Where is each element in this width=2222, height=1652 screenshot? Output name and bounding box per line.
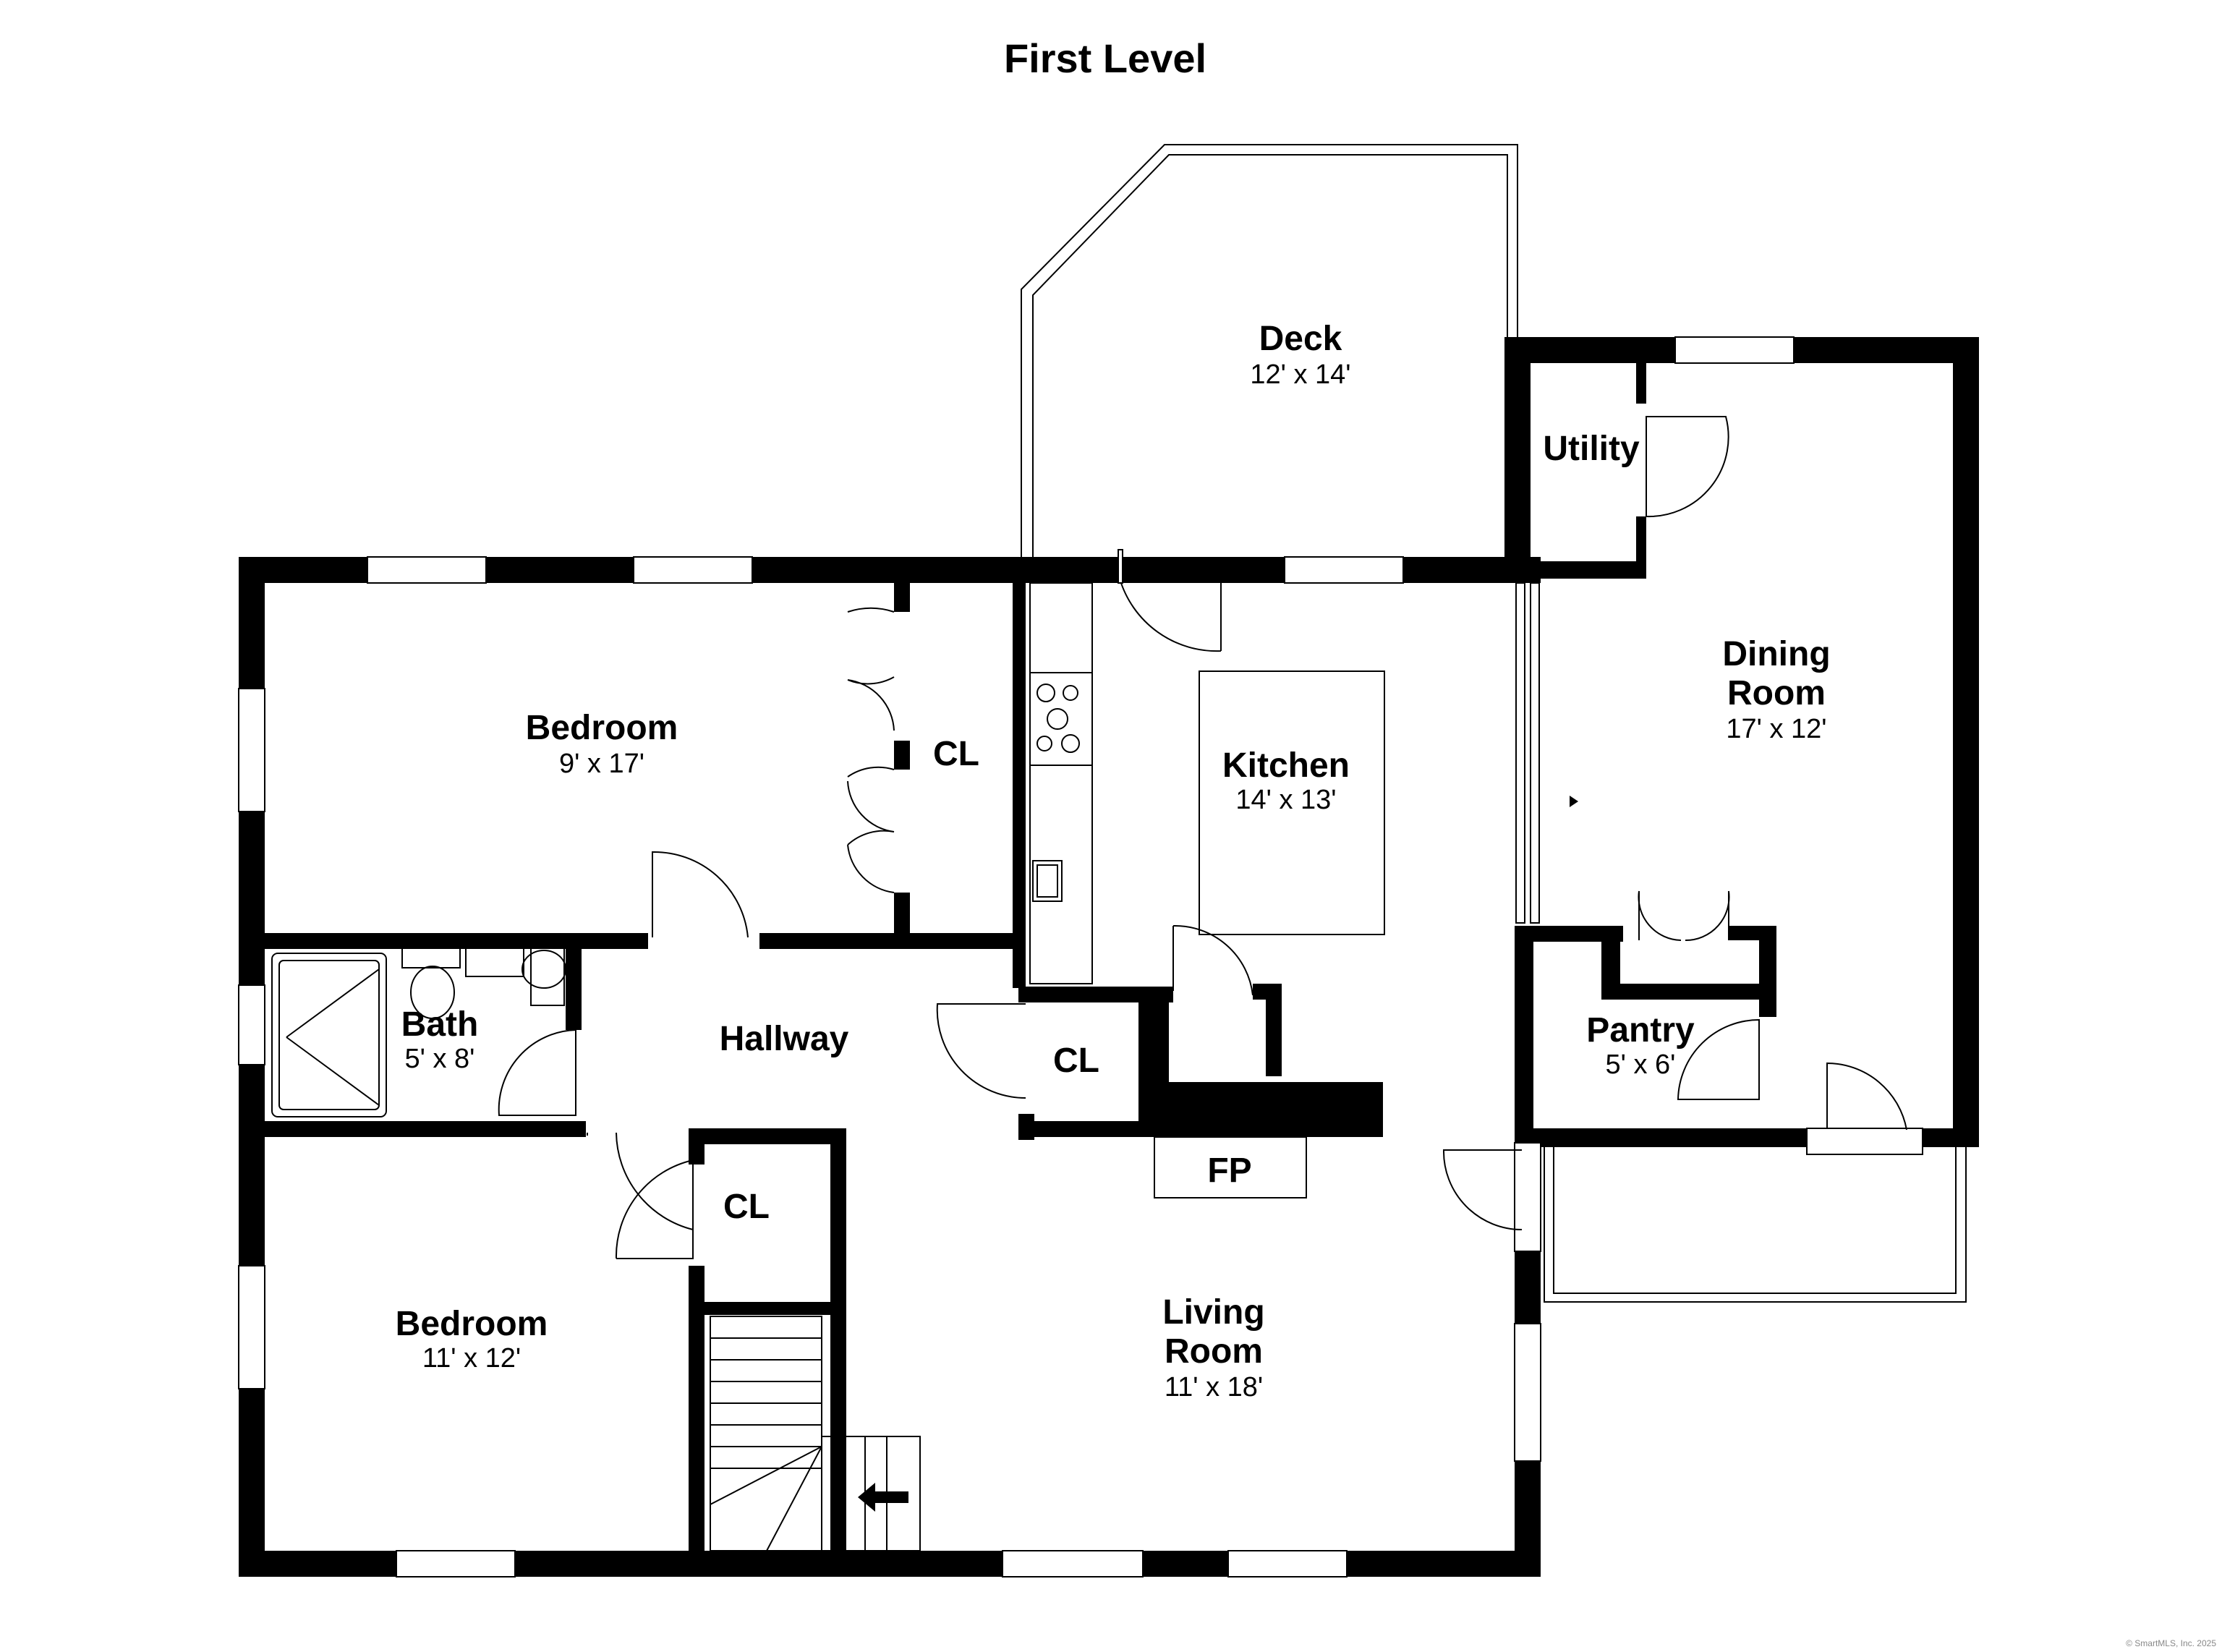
walls	[239, 337, 1979, 1577]
toilet-icon	[401, 947, 461, 1019]
bath-name: Bath	[401, 1005, 479, 1044]
deck-name: Deck	[1259, 320, 1342, 358]
fireplace-hearth	[1154, 1136, 1307, 1198]
dining-name-line1: Dining	[1722, 635, 1830, 673]
deck-dims: 12' x 14'	[1250, 359, 1350, 390]
stair-arrow-icon	[858, 1483, 908, 1512]
living-name-line2: Room	[1165, 1332, 1263, 1371]
bedroom1-name: Bedroom	[526, 709, 678, 747]
living-name-line1: Living	[1162, 1293, 1264, 1332]
bedroom1-dims: 9' x 17'	[559, 749, 644, 779]
dining-dims: 17' x 12'	[1726, 714, 1826, 744]
windows	[238, 336, 1923, 1578]
porch-outline	[1544, 1139, 1967, 1303]
fireplace-name: FP	[1207, 1151, 1251, 1190]
copyright: © SmartMLS, Inc. 2025	[2126, 1638, 2216, 1648]
hallway-name: Hallway	[720, 1020, 849, 1058]
bedroom2-name: Bedroom	[396, 1305, 548, 1343]
stairs	[710, 1316, 921, 1551]
sliding-door	[1514, 582, 1578, 1252]
dining-name-line2: Room	[1727, 674, 1826, 712]
kitchen-name: Kitchen	[1222, 746, 1350, 785]
bath-sink-icon	[465, 947, 566, 1006]
closet2-name: CL	[1053, 1042, 1099, 1080]
living-dims: 11' x 18'	[1165, 1372, 1263, 1402]
kitchen-counter	[1029, 582, 1093, 984]
doors	[498, 416, 1907, 1259]
bedroom2-dims: 11' x 12'	[422, 1343, 521, 1374]
kitchen-island	[1199, 670, 1385, 935]
pantry-dims: 5' x 6'	[1606, 1049, 1676, 1080]
utility-name: Utility	[1543, 430, 1640, 468]
sink-icon	[1032, 860, 1063, 902]
level-title: First Level	[1004, 35, 1206, 81]
bath-dims: 5' x 8'	[405, 1044, 475, 1074]
closet1-name: CL	[933, 735, 979, 773]
kitchen-dims: 14' x 13'	[1235, 785, 1336, 815]
stove-icon	[1036, 684, 1080, 753]
shower-icon	[271, 953, 387, 1117]
pantry-name: Pantry	[1586, 1011, 1695, 1049]
deck-outline	[1021, 144, 1518, 561]
closet3-name: CL	[723, 1188, 770, 1226]
